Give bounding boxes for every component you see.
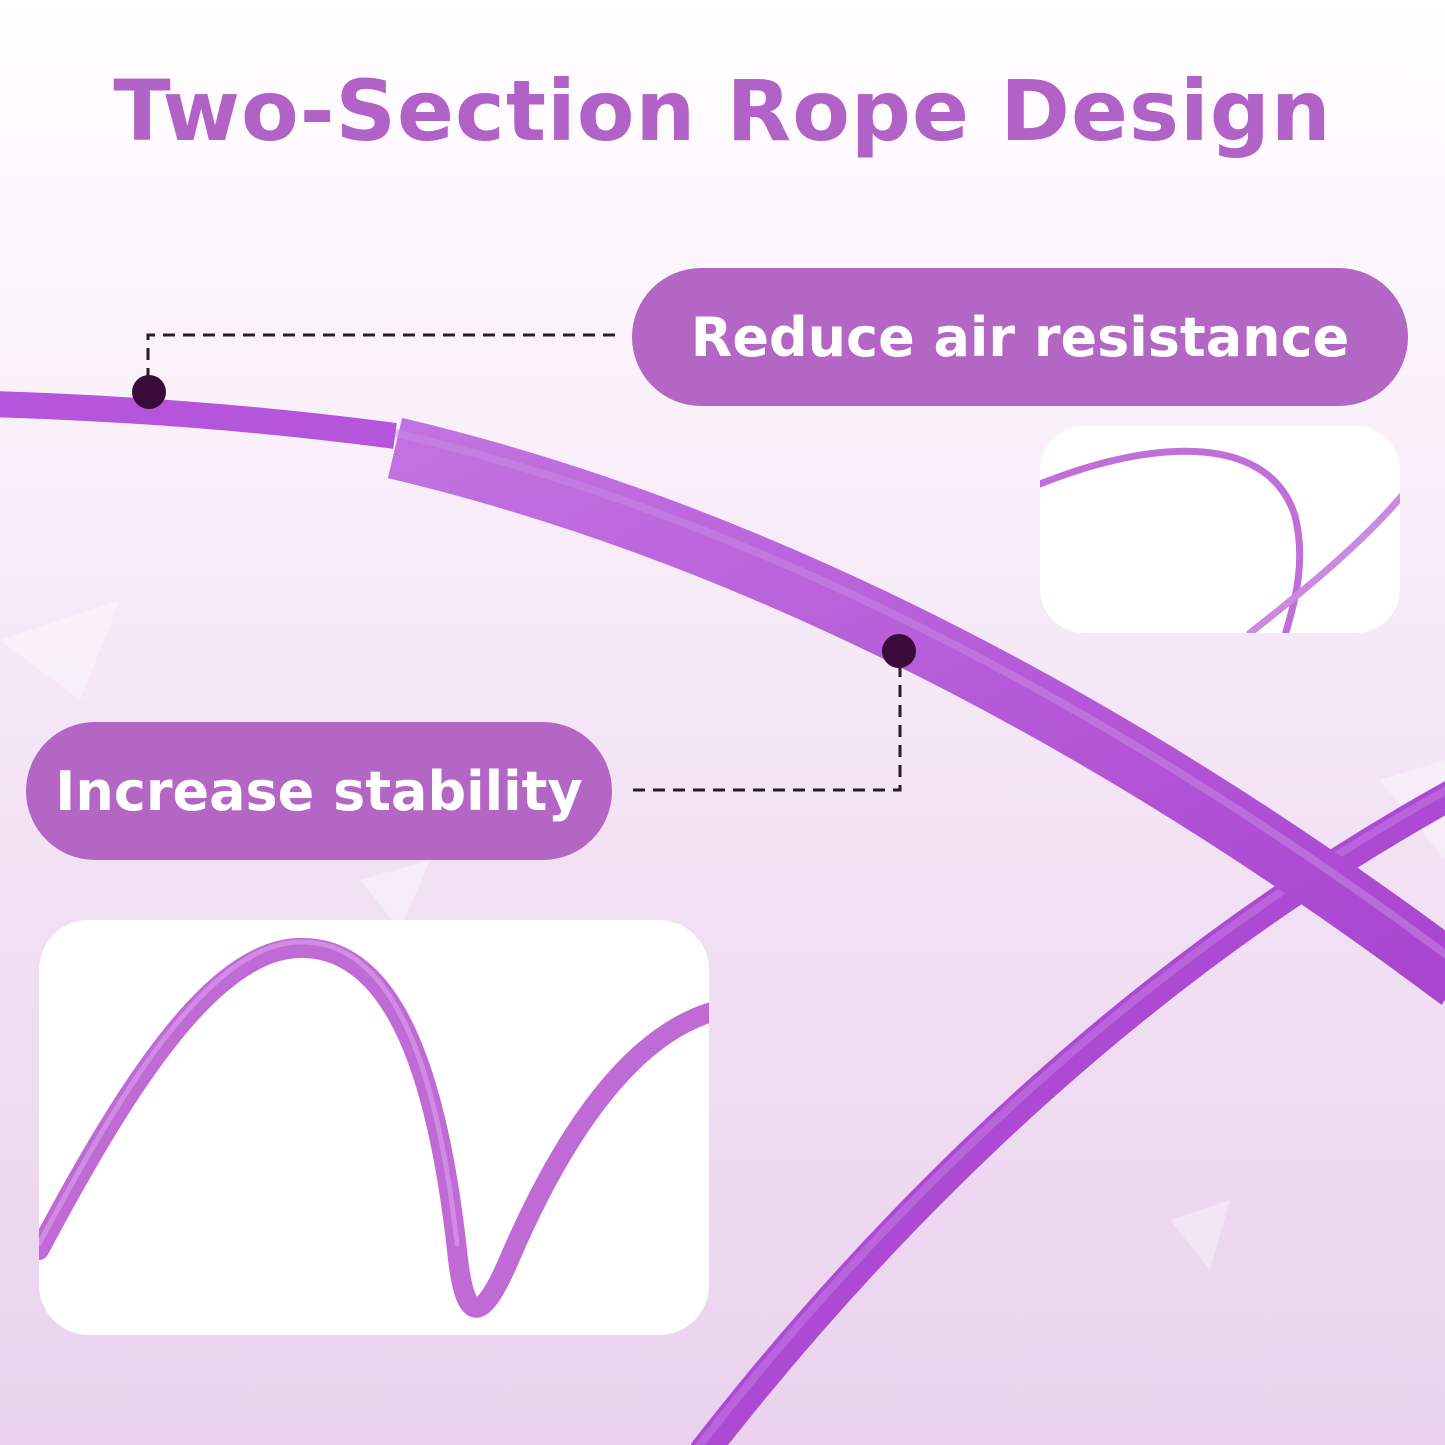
marker-dot-air	[132, 375, 166, 409]
callout-stability-label: Increase stability	[55, 759, 583, 823]
callout-stability: Increase stability	[26, 722, 612, 860]
rope-thin-section	[0, 391, 397, 449]
callout-air-resistance-label: Reduce air resistance	[690, 305, 1350, 369]
leader-lines	[146, 333, 902, 792]
rope-thick-section	[387, 417, 1445, 1005]
leader-line-air	[146, 333, 620, 380]
inset-thin-rope-photo	[1040, 426, 1400, 633]
callout-air-resistance: Reduce air resistance	[632, 268, 1408, 406]
page-title: Two-Section Rope Design	[113, 62, 1332, 160]
inset-thick-rope-photo	[39, 920, 709, 1335]
marker-dot-stability	[882, 634, 916, 668]
leader-line-stability	[626, 665, 902, 792]
